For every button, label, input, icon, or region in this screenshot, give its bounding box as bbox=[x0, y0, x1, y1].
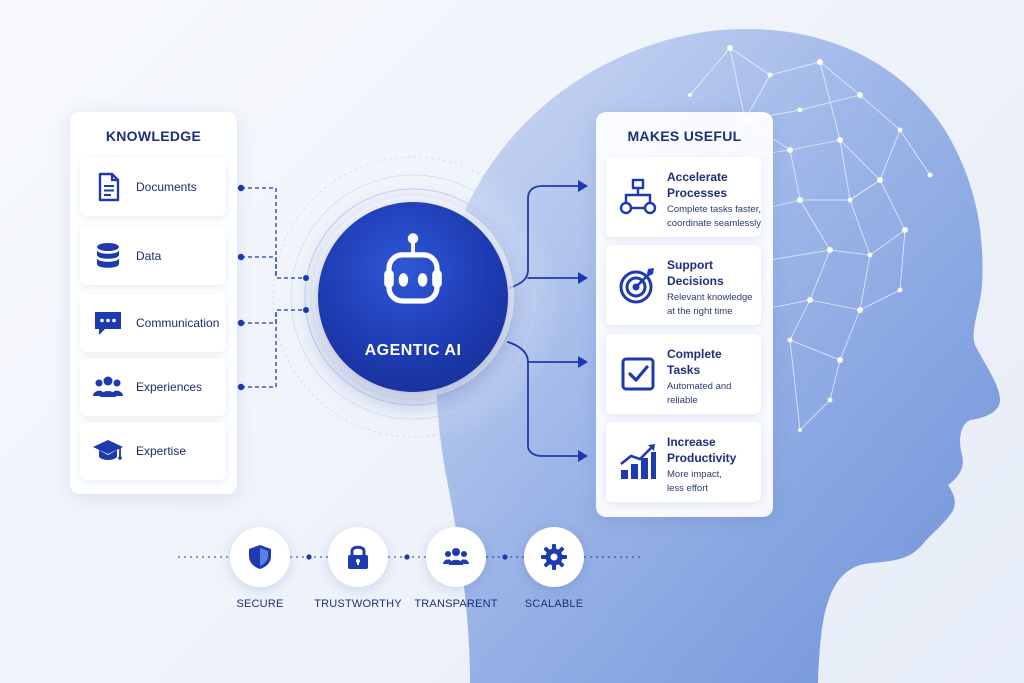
knowledge-item-label: Documents bbox=[136, 180, 197, 194]
robot-icon bbox=[384, 233, 442, 304]
knowledge-title: KNOWLEDGE bbox=[105, 128, 202, 144]
agentic-ai-label: AGENTIC AI bbox=[364, 342, 462, 359]
input-connectors bbox=[241, 187, 306, 388]
knowledge-item-documents[interactable]: Documents bbox=[80, 158, 226, 216]
useful-item-desc: More impact, less effort bbox=[667, 468, 763, 496]
useful-item-desc: Automated and reliable bbox=[667, 380, 763, 408]
useful-desc-line: coordinate seamlessly bbox=[667, 218, 761, 229]
graduation-cap-icon bbox=[93, 440, 123, 460]
useful-item-title: Increase Productivity bbox=[667, 434, 759, 466]
agentic-ai-core[interactable]: AGENTIC AI bbox=[318, 202, 508, 392]
principle-secure[interactable] bbox=[230, 527, 290, 587]
principle-trustworthy[interactable] bbox=[328, 527, 388, 587]
knowledge-panel: KNOWLEDGE Documents Data Communication bbox=[70, 112, 237, 494]
useful-title-line: Support bbox=[667, 258, 713, 272]
useful-desc-line: Complete tasks faster, bbox=[667, 204, 761, 215]
useful-desc-line: at the right time bbox=[667, 306, 733, 317]
lock-icon bbox=[348, 545, 368, 569]
useful-desc-line: More impact, bbox=[667, 469, 722, 480]
useful-desc-line: reliable bbox=[667, 395, 698, 406]
useful-item-title: Support Decisions bbox=[667, 257, 759, 289]
chat-icon bbox=[95, 312, 121, 335]
makes-useful-panel: MAKES USEFUL Accelerate Processes Comple… bbox=[596, 112, 773, 517]
people-icon bbox=[93, 376, 123, 397]
target-icon bbox=[619, 268, 654, 304]
growth-chart-icon bbox=[620, 444, 656, 479]
useful-title-line: Decisions bbox=[667, 274, 724, 288]
useful-item-title: Accelerate Processes bbox=[667, 169, 759, 201]
knowledge-item-label: Data bbox=[136, 249, 162, 263]
useful-item-accelerate-processes[interactable]: Accelerate Processes Complete tasks fast… bbox=[606, 157, 761, 237]
output-connectors bbox=[507, 185, 585, 457]
useful-title-line: Increase bbox=[667, 435, 716, 449]
useful-title-line: Productivity bbox=[667, 451, 737, 465]
knowledge-item-communication[interactable]: Communication bbox=[80, 294, 226, 352]
useful-item-desc: Complete tasks faster, coordinate seamle… bbox=[667, 203, 763, 231]
useful-title-line: Tasks bbox=[667, 363, 701, 377]
principle-label: SCALABLE bbox=[524, 598, 584, 610]
useful-item-complete-tasks[interactable]: Complete Tasks Automated and reliable bbox=[606, 334, 761, 414]
principle-label: SECURE bbox=[236, 598, 284, 610]
knowledge-item-label: Experiences bbox=[136, 380, 203, 394]
knowledge-item-experiences[interactable]: Experiences bbox=[80, 358, 226, 416]
useful-desc-line: Relevant knowledge bbox=[667, 292, 753, 303]
principle-label: TRUSTWORTHY bbox=[314, 598, 402, 610]
useful-title-line: Accelerate bbox=[667, 170, 728, 184]
knowledge-item-expertise[interactable]: Expertise bbox=[80, 422, 226, 480]
makes-useful-title: MAKES USEFUL bbox=[627, 128, 742, 144]
shield-icon bbox=[249, 545, 271, 569]
checkbox-icon bbox=[621, 357, 655, 391]
knowledge-item-label: Expertise bbox=[136, 444, 187, 458]
workflow-icon bbox=[619, 178, 657, 215]
useful-desc-line: less effort bbox=[667, 483, 709, 494]
principle-label: TRANSPARENT bbox=[414, 598, 498, 610]
document-icon bbox=[98, 172, 120, 202]
principle-transparent[interactable] bbox=[426, 527, 486, 587]
useful-desc-line: Automated and bbox=[667, 381, 732, 392]
useful-item-desc: Relevant knowledge at the right time bbox=[667, 291, 763, 319]
knowledge-item-data[interactable]: Data bbox=[80, 227, 226, 285]
useful-title-line: Processes bbox=[667, 186, 728, 200]
database-icon bbox=[97, 243, 119, 268]
knowledge-item-label: Communication bbox=[136, 316, 220, 330]
useful-item-increase-productivity[interactable]: Increase Productivity More impact, less … bbox=[606, 422, 761, 502]
people-icon bbox=[443, 548, 469, 565]
principle-scalable[interactable] bbox=[524, 527, 584, 587]
gear-icon bbox=[541, 544, 567, 570]
useful-item-title: Complete Tasks bbox=[667, 346, 759, 378]
useful-title-line: Complete bbox=[667, 347, 722, 361]
useful-item-support-decisions[interactable]: Support Decisions Relevant knowledge at … bbox=[606, 245, 761, 325]
